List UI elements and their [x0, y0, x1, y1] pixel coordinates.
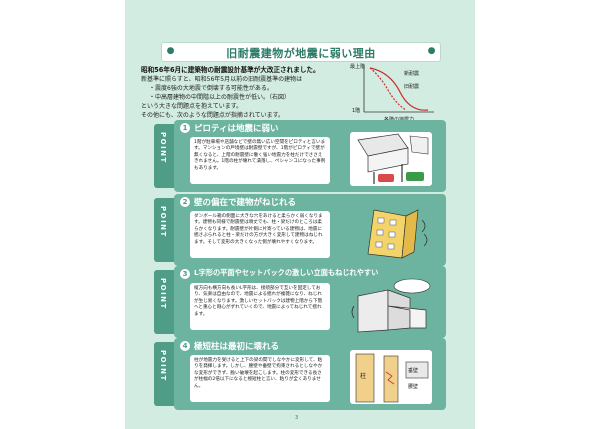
point-heading: 壁の偏在で建物がねじれる: [194, 198, 297, 208]
point-body: 1階が駐車場や店舗などで壁の無い広い空間をピロティと言います。マンションの戸境壁…: [190, 137, 330, 184]
point-heading: ピロティは地震に弱い: [194, 124, 279, 134]
point-number: 2: [180, 197, 190, 207]
piloti-illustration: [350, 132, 432, 186]
point-card-1: POINT 1 ピロティは地震に弱い 1階が駐車場や店舗などで壁の無い広い空間を…: [154, 120, 446, 192]
point-heading: 極短柱は最初に壊れる: [194, 342, 280, 352]
page-title-bar: ● 旧耐震建物が地震に弱い理由 ●: [161, 42, 441, 62]
graph-top-label: 最上階: [350, 63, 365, 70]
l-shape-building-illustration: [351, 278, 431, 333]
magnifier-icon: ●: [427, 46, 436, 56]
point-body: 柱が地震力を受けると上下の梁の間でしなやかに変形して、粘りを発揮します。しかし、…: [190, 355, 330, 402]
point-card-4: POINT 4 極短柱は最初に壊れる 柱が地震力を受けると上下の梁の間でしなやか…: [154, 338, 446, 410]
graph-bottom-label: 1階: [352, 107, 360, 114]
intro-lead: 昭和56年6月に建築物の耐震設計基準が大改正されました。: [141, 66, 320, 74]
short-column-illustration: 腰壁 垂壁 柱: [350, 350, 432, 404]
point-body: ダンボール箱の側面に大きな穴をあけると柔らかく弱くなります。建物も同様で耐震壁は…: [190, 211, 330, 258]
seismic-force-graph: 最上階 1階 各階の地震力 新耐震 旧耐震: [350, 63, 434, 123]
page-title: 旧耐震建物が地震に弱い理由: [226, 47, 376, 60]
art-label: 垂壁: [408, 367, 418, 374]
intro-line: ・中高層建物の中間階以上の耐震性が低い。（右図）: [149, 94, 291, 101]
magnifier-icon: ●: [166, 46, 175, 56]
art-label: 柱: [360, 372, 366, 380]
page-number: 3: [295, 415, 299, 421]
old-standard-curve: [369, 67, 407, 111]
new-standard-curve: [369, 67, 429, 111]
point-number: 3: [180, 269, 190, 279]
intro-line: その他にも、次のような問題点が指摘されています。: [141, 112, 285, 119]
intro-line: ・震度6強の大地震で倒壊する可能性がある。: [149, 85, 273, 92]
intro-text: 昭和56年6月に建築物の耐震設計基準が大改正されました。 新基準に照らすと、昭和…: [141, 66, 351, 120]
point-number: 4: [180, 341, 190, 351]
point-number: 1: [180, 123, 190, 133]
graph-new-label: 新耐震: [404, 70, 419, 77]
intro-line: 新基準に照らすと、昭和56年5月以前の旧耐震基準の建物は: [141, 76, 303, 83]
point-body: 縦方向も横方向も長いL字形は、接続部分で互いを固定しており、気楽は自由なので、地…: [190, 283, 330, 330]
point-card-3: POINT 3 L字形の平面やセットバックの激しい立面もねじれやすい 縦方向も横…: [154, 266, 446, 338]
graph-x-label: 各階の地震力: [384, 116, 414, 123]
point-heading: L字形の平面やセットバックの激しい立面もねじれやすい: [194, 268, 379, 277]
graph-old-label: 旧耐震: [404, 83, 419, 90]
art-label: 腰壁: [408, 383, 418, 390]
twisting-building-illustration: [367, 209, 428, 259]
point-card-2: POINT 2 壁の偏在で建物がねじれる ダンボール箱の側面に大きな穴をあけると…: [154, 194, 446, 266]
intro-line: という大きな問題点を抱えています。: [141, 103, 243, 110]
